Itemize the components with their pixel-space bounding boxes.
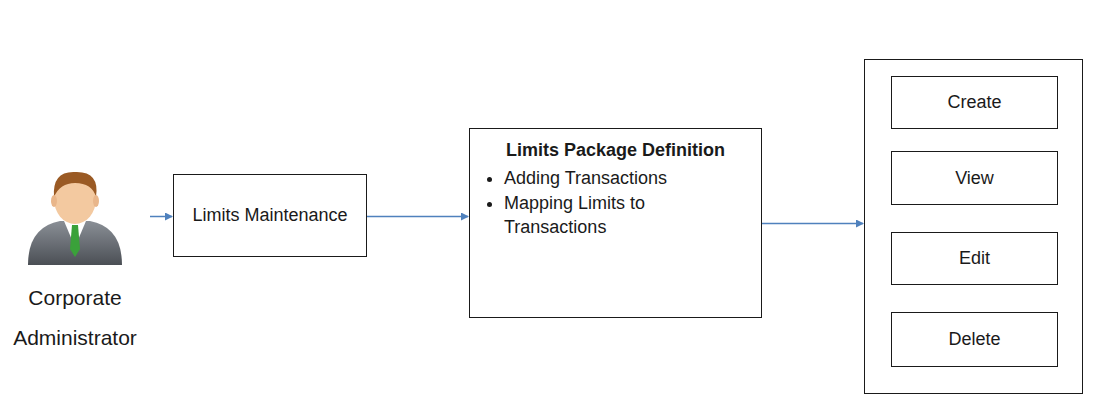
actor-figure: Corporate Administrator: [0, 160, 150, 400]
node-label: View: [955, 166, 994, 190]
person-icon: [10, 165, 140, 265]
process-box: Delete: [891, 312, 1058, 367]
process-box: Create: [891, 76, 1058, 129]
flow-arrow: [150, 216, 172, 218]
node-label: Create: [947, 90, 1001, 114]
group-box: CreateViewEditDelete: [864, 59, 1083, 394]
bullet-list: Adding TransactionsMapping Limits to Tra…: [482, 166, 749, 239]
node-label: Delete: [948, 327, 1000, 351]
process-box: View: [891, 151, 1058, 205]
node-label: Edit: [959, 246, 990, 270]
flow-arrow: [367, 216, 468, 218]
node-label: Corporate Administrator: [0, 278, 150, 358]
process-box: Edit: [891, 232, 1058, 285]
node-label: Limits Maintenance: [192, 203, 347, 227]
node-label: Limits Package Definition: [506, 139, 725, 162]
node-label: Adding Transactions: [504, 166, 749, 190]
flow-arrow: [762, 223, 863, 225]
process-box: Limits Maintenance: [173, 174, 367, 257]
node-label: Mapping Limits to Transactions: [504, 191, 749, 240]
process-box: Limits Package DefinitionAdding Transact…: [469, 128, 762, 318]
